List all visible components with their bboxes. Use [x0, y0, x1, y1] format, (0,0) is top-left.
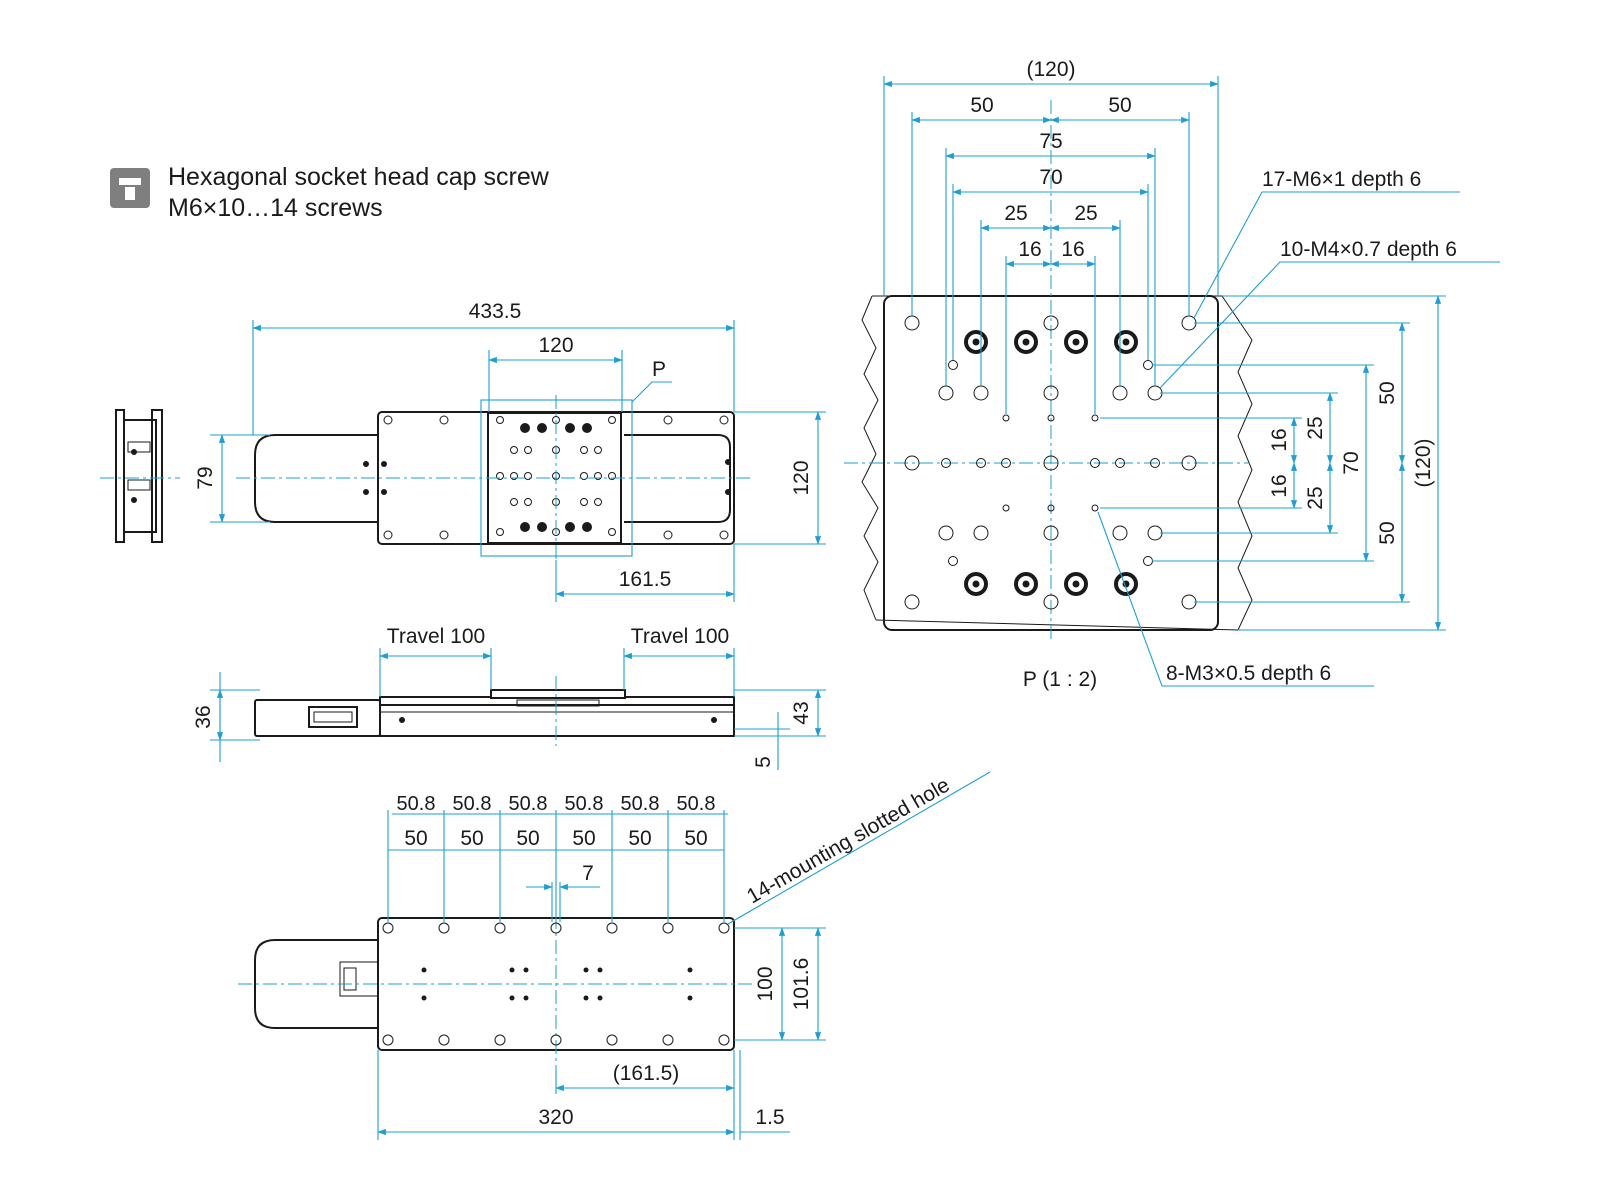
- legend-line-2: M6×10…14 screws: [168, 194, 383, 222]
- p-70: 70: [1039, 166, 1062, 189]
- dim-101-6: 101.6: [790, 958, 813, 1011]
- slot-callout: 14-mounting slotted hole: [743, 773, 954, 908]
- detail-ref-p: P: [652, 358, 666, 381]
- p-16-right: 16: [1061, 238, 1084, 261]
- p-16-left: 16: [1018, 238, 1041, 261]
- callout-m6: 17-M6×1 depth 6: [1262, 168, 1421, 191]
- pitch-inner-3: 50: [516, 827, 539, 850]
- bottom-view: 50.8 50.8 50.8 50.8 50.8 50.8 50 50 50 5…: [238, 771, 991, 1140]
- dim-100: 100: [754, 966, 777, 1001]
- dim-5: 5: [752, 756, 775, 768]
- pitch-inner-6: 50: [684, 827, 707, 850]
- dim-36: 36: [192, 705, 215, 728]
- pitch-outer-4: 50.8: [565, 793, 604, 815]
- p-50-right: 50: [1108, 94, 1131, 117]
- dim-7: 7: [582, 862, 594, 885]
- travel-left: Travel 100: [387, 625, 485, 648]
- legend-line-1: Hexagonal socket head cap screw: [168, 163, 549, 191]
- dim-79: 79: [194, 466, 217, 489]
- dim-433-5: 433.5: [469, 300, 522, 323]
- p-50-left: 50: [970, 94, 993, 117]
- end-view: [100, 409, 180, 543]
- pitch-inner-1: 50: [404, 827, 427, 850]
- callout-m3: 8-M3×0.5 depth 6: [1166, 662, 1331, 685]
- travel-right: Travel 100: [631, 625, 729, 648]
- pitch-inner-2: 50: [460, 827, 483, 850]
- detail-caption: P (1 : 2): [1023, 668, 1097, 691]
- dim-320: 320: [538, 1106, 573, 1129]
- p-v70: 70: [1340, 451, 1363, 474]
- p-25-left: 25: [1004, 202, 1027, 225]
- pitch-outer-3: 50.8: [509, 793, 548, 815]
- dim-120-top: 120: [538, 334, 573, 357]
- screw-legend: Hexagonal socket head cap screw M6×10…14…: [168, 162, 549, 224]
- p-25-right: 25: [1074, 202, 1097, 225]
- callout-m4: 10-M4×0.7 depth 6: [1280, 238, 1457, 261]
- side-view: Travel 100 Travel 100 36 43 5: [192, 625, 826, 770]
- pitch-outer-2: 50.8: [453, 793, 492, 815]
- p-v16-bottom: 16: [1268, 474, 1291, 497]
- dim-161-5-bottom: (161.5): [613, 1062, 680, 1085]
- pitch-outer-6: 50.8: [677, 793, 716, 815]
- p-v50-top: 50: [1376, 381, 1399, 404]
- pitch-inner-4: 50: [572, 827, 595, 850]
- p-v50-bottom: 50: [1376, 521, 1399, 544]
- dim-161-5: 161.5: [619, 568, 672, 591]
- dim-120-side: 120: [790, 460, 813, 495]
- hex-socket-screw-icon: [110, 168, 150, 208]
- p-v-total: (120): [1412, 438, 1435, 487]
- top-view: 433.5 120 P 79 120 161.5: [194, 300, 826, 602]
- pitch-outer-1: 50.8: [397, 793, 436, 815]
- p-v25-bottom: 25: [1304, 486, 1327, 509]
- dim-1-5: 1.5: [755, 1106, 784, 1129]
- dim-43: 43: [790, 701, 813, 724]
- p-v25-top: 25: [1304, 416, 1327, 439]
- p-75: 75: [1039, 130, 1062, 153]
- pitch-outer-5: 50.8: [621, 793, 660, 815]
- detail-p: (120) 50 50 75 70 25 25 16 16 17-M6×1 de…: [844, 58, 1500, 691]
- p-width-total: (120): [1026, 58, 1075, 81]
- p-v16-top: 16: [1268, 428, 1291, 451]
- pitch-inner-5: 50: [628, 827, 651, 850]
